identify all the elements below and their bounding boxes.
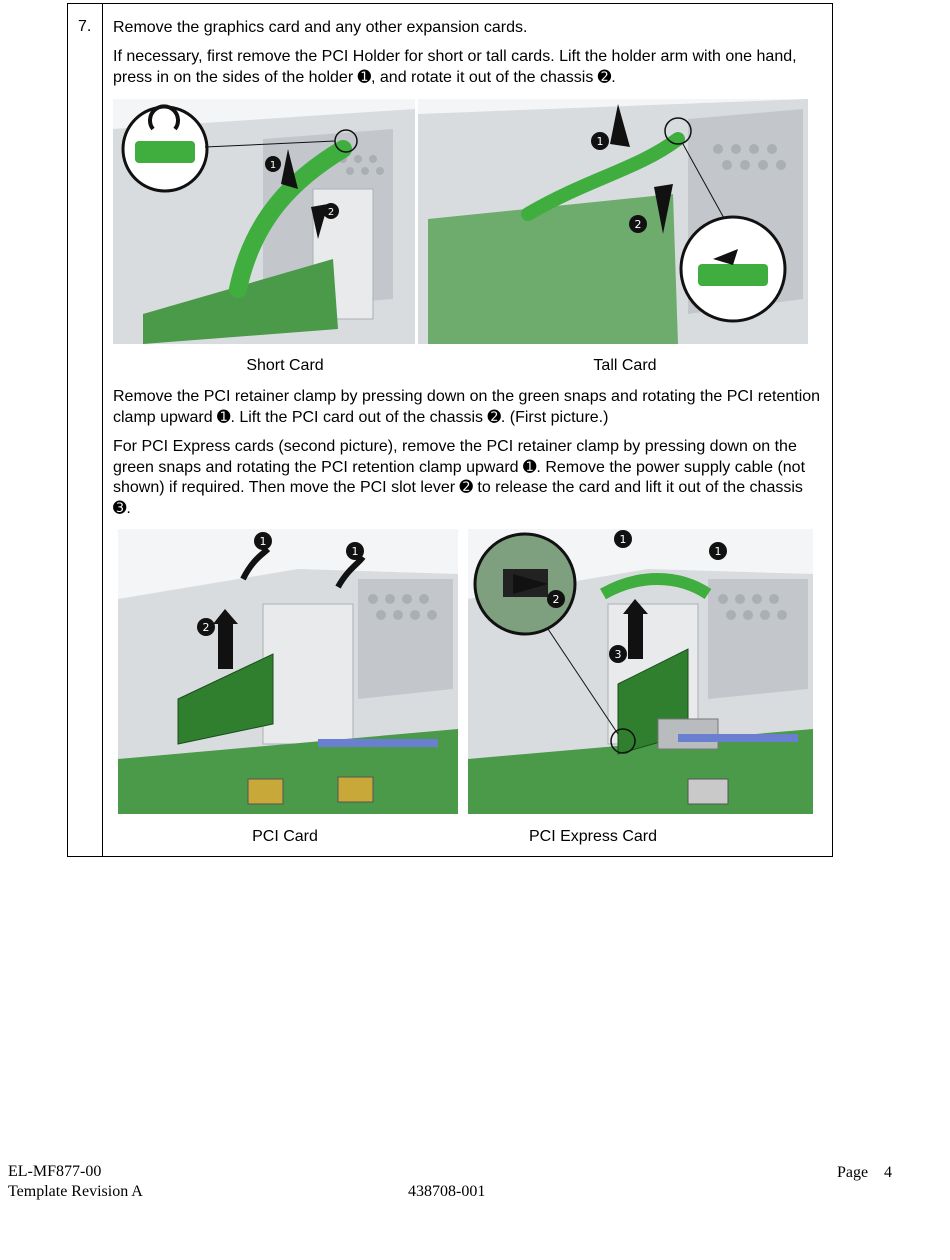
step-number-column: 7. [68, 4, 103, 856]
footer-template-revision: Template Revision A [8, 1183, 143, 1200]
callout-two-tall: 2 [635, 218, 642, 231]
caption-pci-card: PCI Card [252, 828, 318, 845]
footer-doc-id: EL-MF877-00 [8, 1163, 102, 1180]
pci-instructions: Remove the PCI retainer clamp by pressin… [113, 388, 821, 426]
footer-page-label: Page [837, 1164, 869, 1181]
pci-card-figure: 2 1 1 [118, 529, 458, 814]
caption-short-card: Short Card [246, 357, 324, 374]
callout-one-pcie-a: 1 [620, 533, 627, 546]
step-table: 7. Remove the graphics card and any othe… [67, 3, 833, 857]
callout-two: 2 [328, 207, 334, 218]
callout-one-pcie-b: 1 [715, 545, 722, 558]
callout-one: 1 [270, 160, 276, 171]
caption-tall-card: Tall Card [593, 357, 657, 374]
callout-two-pcie: 2 [553, 593, 560, 606]
callout-one-pci-b: 1 [352, 545, 359, 558]
tall-card-figure: 1 2 [418, 99, 808, 344]
holder-instructions: If necessary, first remove the PCI Holde… [113, 48, 797, 86]
pcie-instructions: For PCI Express cards (second picture), … [113, 438, 806, 517]
callout-two-pci: 2 [203, 621, 210, 634]
footer-part-number: 438708-001 [408, 1183, 486, 1200]
step-number: 7. [78, 18, 92, 35]
footer-page-number: 4 [884, 1164, 892, 1181]
callout-one-pci-a: 1 [260, 535, 267, 548]
caption-pci-express-card: PCI Express Card [528, 828, 658, 845]
pci-express-card-figure: 3 1 1 2 [468, 529, 813, 814]
callout-one-tall: 1 [597, 135, 604, 148]
callout-three-pcie: 3 [615, 648, 622, 661]
short-card-figure: 1 2 [113, 99, 415, 344]
step-title: Remove the graphics card and any other e… [113, 19, 528, 36]
